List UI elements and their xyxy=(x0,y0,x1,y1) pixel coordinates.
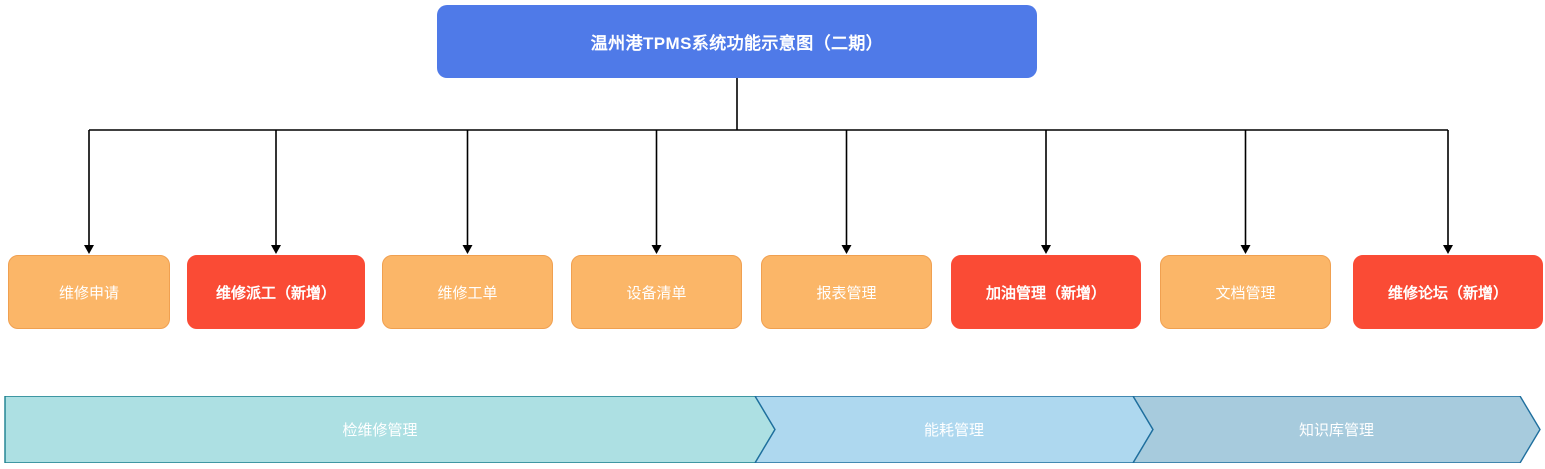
category-segment-label: 知识库管理 xyxy=(1298,422,1374,439)
function-node-label: 加油管理（新增） xyxy=(985,284,1106,302)
function-node-label: 维修派工（新增） xyxy=(215,284,336,302)
function-node-label: 文档管理 xyxy=(1215,284,1276,302)
function-node-label: 报表管理 xyxy=(816,284,877,302)
function-node-6[interactable]: 加油管理（新增） xyxy=(951,255,1141,329)
function-node-5[interactable]: 报表管理 xyxy=(761,255,932,329)
diagram-title-node[interactable]: 温州港TPMS系统功能示意图（二期） xyxy=(437,5,1037,78)
function-node-7[interactable]: 文档管理 xyxy=(1160,255,1331,329)
connector-arrowhead xyxy=(271,245,281,254)
connector-arrowhead xyxy=(1041,245,1051,254)
category-segment-label: 能耗管理 xyxy=(923,422,984,439)
function-node-label: 设备清单 xyxy=(626,284,687,302)
category-segment-label: 检维修管理 xyxy=(342,422,418,439)
function-node-label: 维修申请 xyxy=(58,284,119,302)
category-segment-3[interactable] xyxy=(1132,396,1541,463)
connector-arrowhead xyxy=(1240,245,1251,254)
connector-arrowhead xyxy=(651,245,662,254)
connector-arrowhead xyxy=(84,245,94,254)
diagram-title-label: 温州港TPMS系统功能示意图（二期） xyxy=(590,34,884,53)
category-banner xyxy=(4,396,1541,463)
connector-arrowhead xyxy=(462,245,473,254)
function-node-1[interactable]: 维修申请 xyxy=(8,255,170,329)
connector-arrowhead xyxy=(1443,245,1453,254)
function-node-2[interactable]: 维修派工（新增） xyxy=(187,255,365,329)
category-segment-2[interactable] xyxy=(754,396,1154,463)
connector-arrowhead xyxy=(841,245,852,254)
function-node-4[interactable]: 设备清单 xyxy=(571,255,742,329)
function-node-label: 维修工单 xyxy=(437,284,498,302)
function-node-8[interactable]: 维修论坛（新增） xyxy=(1353,255,1543,329)
function-node-3[interactable]: 维修工单 xyxy=(382,255,553,329)
function-node-label: 维修论坛（新增） xyxy=(1387,284,1508,302)
